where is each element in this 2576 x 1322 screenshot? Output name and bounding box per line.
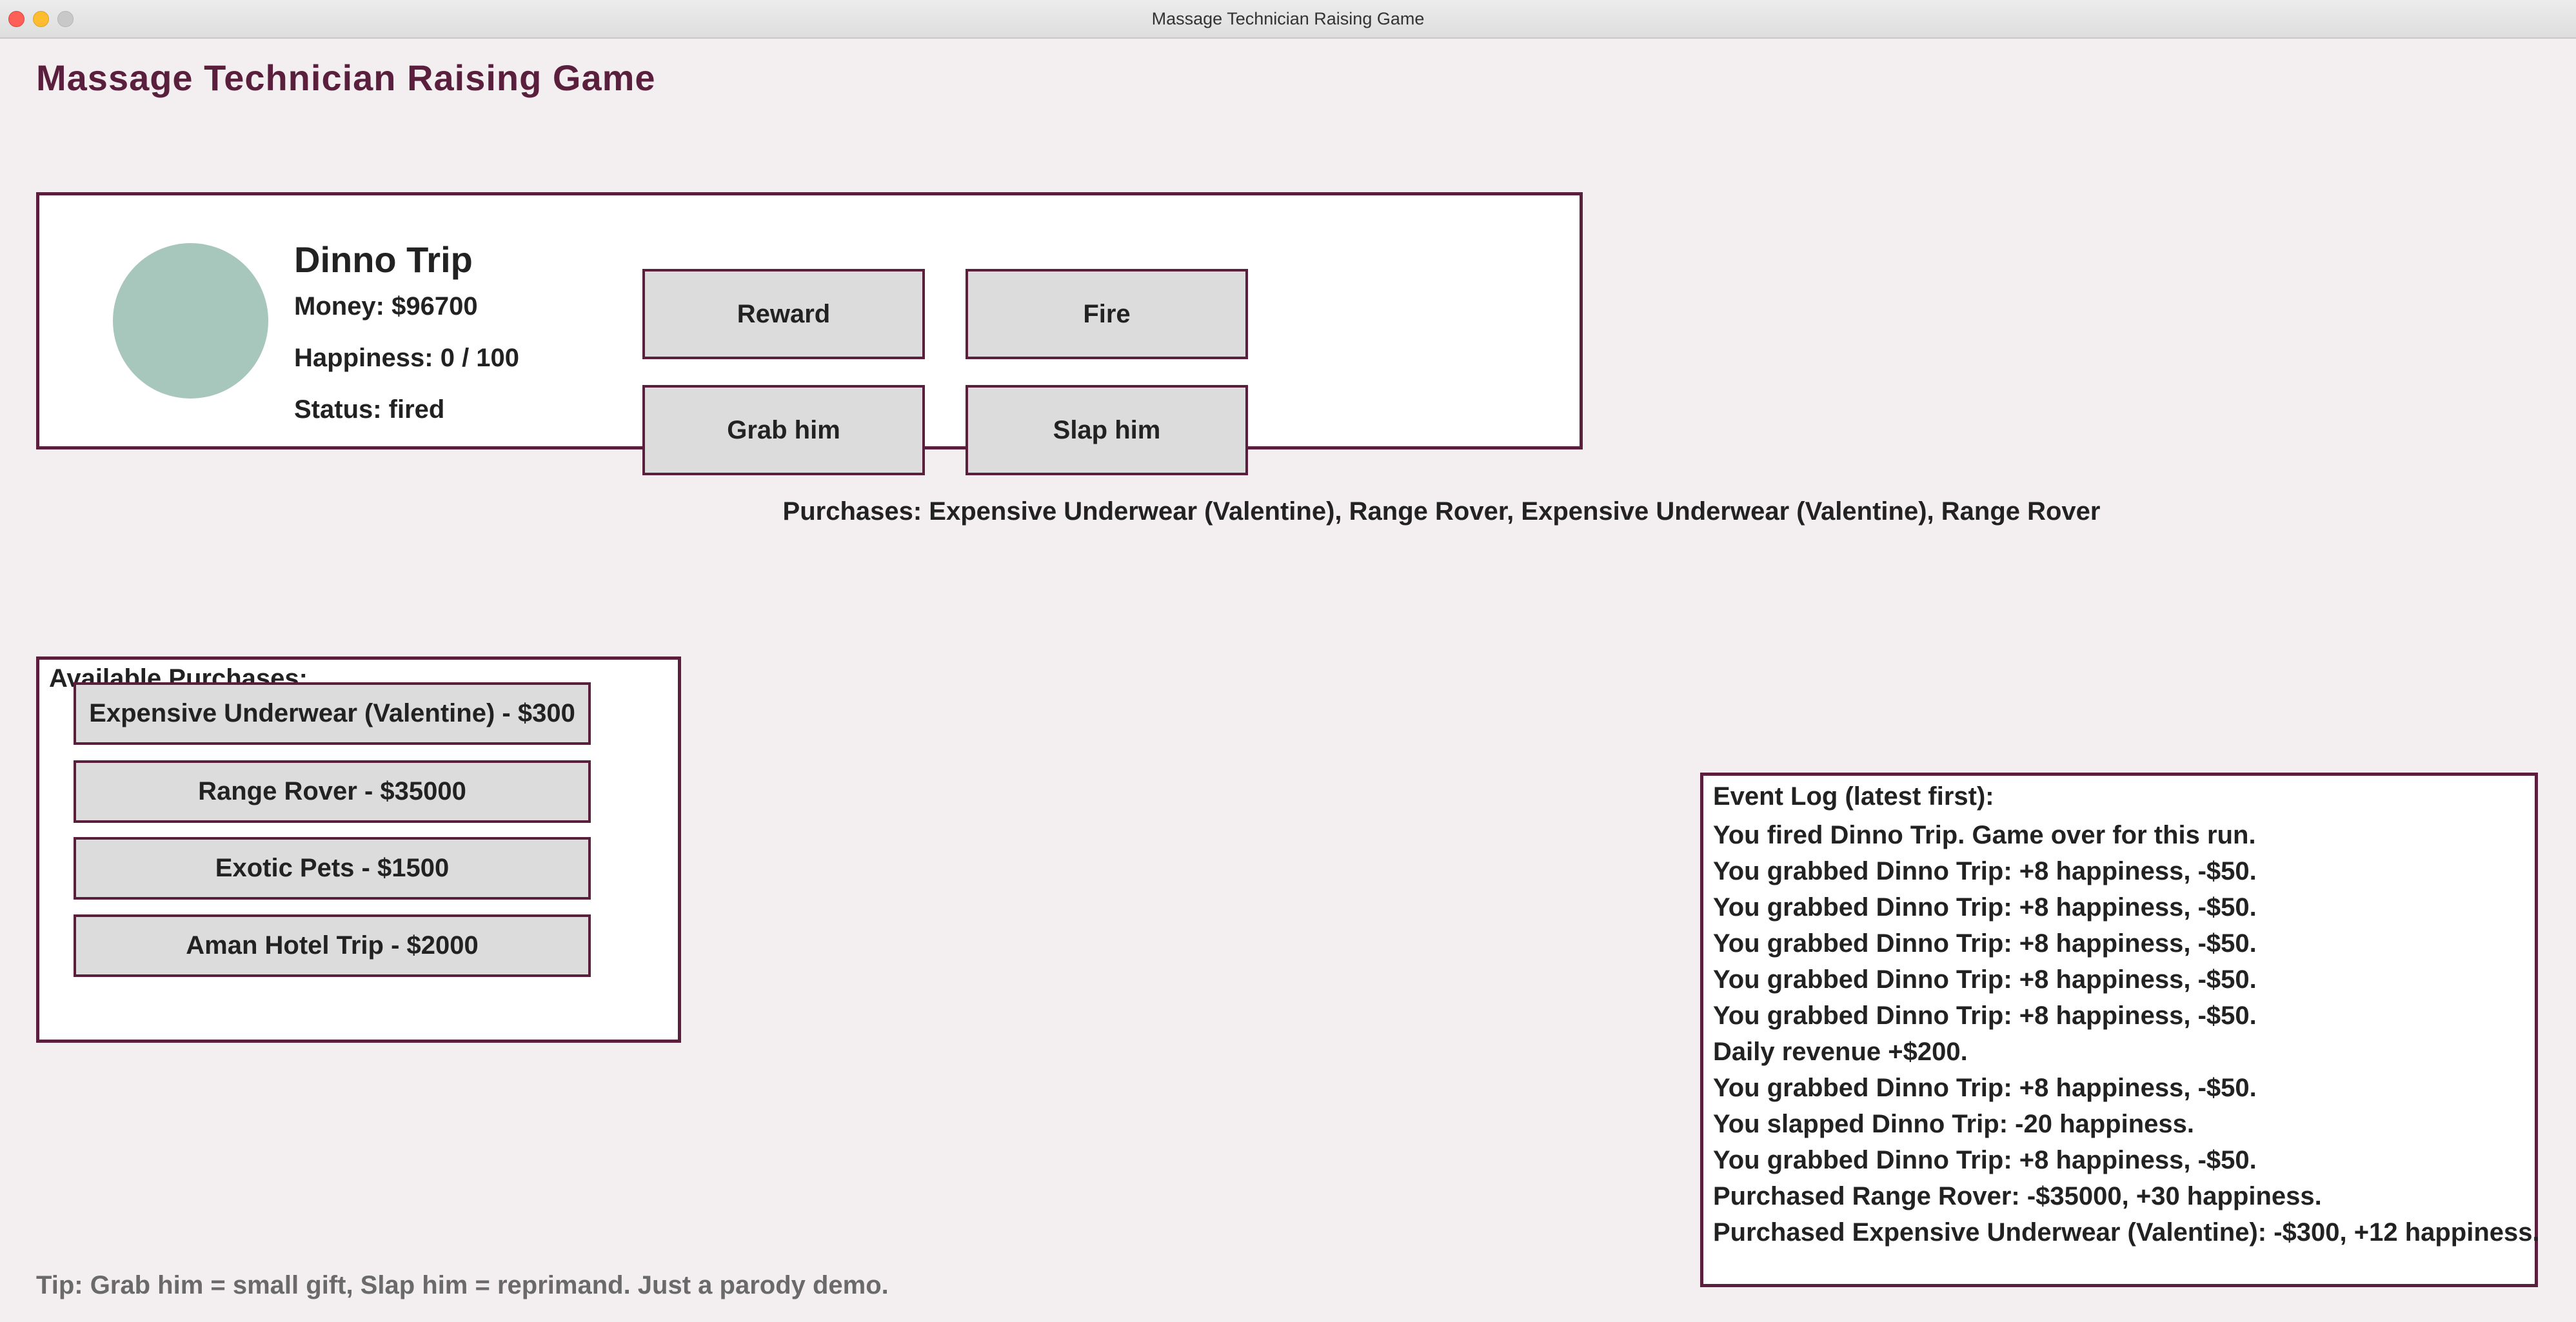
event-log-title: Event Log (latest first): (1713, 782, 1994, 811)
event-log-entry: You grabbed Dinno Trip: +8 happiness, -$… (1713, 1074, 2257, 1102)
event-log-entry: You fired Dinno Trip. Game over for this… (1713, 821, 2256, 849)
fire-button[interactable]: Fire (966, 269, 1248, 359)
avatar (113, 243, 268, 399)
event-log-entry: You grabbed Dinno Trip: +8 happiness, -$… (1713, 965, 2257, 994)
money-stat: Money: $96700 (294, 292, 478, 321)
slap-him-button[interactable]: Slap him (966, 385, 1248, 475)
window-title: Massage Technician Raising Game (1151, 9, 1425, 28)
event-log-panel (1700, 773, 2538, 1287)
tip-text: Tip: Grab him = small gift, Slap him = r… (36, 1271, 889, 1299)
purchases-summary: Purchases: Expensive Underwear (Valentin… (782, 497, 2101, 526)
shop-item-range-rover[interactable]: Range Rover - $35000 (74, 760, 591, 823)
shop-item-aman-hotel-trip[interactable]: Aman Hotel Trip - $2000 (74, 914, 591, 977)
event-log-entry: Purchased Range Rover: -$35000, +30 happ… (1713, 1182, 2322, 1210)
event-log-entry: Purchased Expensive Underwear (Valentine… (1713, 1218, 2540, 1247)
shop-item-expensive-underwear[interactable]: Expensive Underwear (Valentine) - $300 (74, 682, 591, 745)
event-log-entry: You slapped Dinno Trip: -20 happiness. (1713, 1110, 2195, 1138)
reward-button[interactable]: Reward (642, 269, 925, 359)
shop-item-exotic-pets[interactable]: Exotic Pets - $1500 (74, 837, 591, 900)
event-log-entry: You grabbed Dinno Trip: +8 happiness, -$… (1713, 857, 2257, 885)
close-window-button[interactable] (8, 11, 25, 27)
status-stat: Status: fired (294, 395, 445, 424)
app-title: Massage Technician Raising Game (36, 57, 656, 98)
minimize-window-button[interactable] (33, 11, 49, 27)
window-titlebar: Massage Technician Raising Game (0, 0, 2576, 39)
happiness-stat: Happiness: 0 / 100 (294, 344, 520, 372)
grab-him-button[interactable]: Grab him (642, 385, 925, 475)
event-log-entry: You grabbed Dinno Trip: +8 happiness, -$… (1713, 929, 2257, 958)
event-log-entry: You grabbed Dinno Trip: +8 happiness, -$… (1713, 893, 2257, 922)
event-log-entry: Daily revenue +$200. (1713, 1038, 1968, 1066)
maximize-window-button[interactable] (57, 11, 74, 27)
event-log-entry: You grabbed Dinno Trip: +8 happiness, -$… (1713, 1146, 2257, 1174)
technician-name: Dinno Trip (294, 239, 473, 280)
event-log-entry: You grabbed Dinno Trip: +8 happiness, -$… (1713, 1001, 2257, 1030)
